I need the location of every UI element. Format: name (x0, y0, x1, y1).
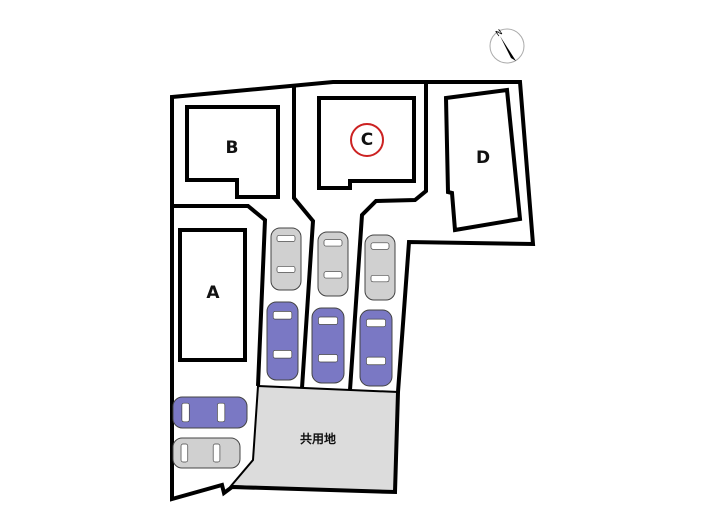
car-rear-window (323, 271, 343, 279)
building-b (185, 105, 280, 199)
car-windshield (272, 311, 293, 320)
lot-label-d: D (476, 148, 490, 168)
car-rear-window (318, 354, 338, 363)
compass-ring (489, 28, 525, 64)
building-d (443, 87, 523, 233)
car-body (364, 234, 396, 301)
car-rear-window (366, 356, 386, 366)
car-body (172, 437, 241, 469)
lot-label-c: C (361, 130, 373, 150)
car-rear-window (217, 402, 226, 423)
car-body (266, 301, 299, 381)
lot-divider-b-c (292, 85, 316, 389)
car-blue (266, 301, 299, 381)
car-blue (311, 307, 345, 384)
car-windshield (181, 402, 190, 423)
car-windshield (323, 239, 343, 247)
compass-label: N (494, 28, 504, 39)
building-a (178, 228, 247, 362)
car-windshield (276, 235, 296, 242)
car-gray (364, 234, 396, 301)
car-windshield (180, 443, 189, 463)
shared-area-label: 共用地 (300, 431, 336, 446)
car-gray (317, 231, 349, 297)
car-gray (172, 437, 241, 469)
car-windshield (366, 318, 386, 328)
lot-label-b: B (226, 138, 239, 158)
car-rear-window (272, 350, 293, 359)
car-body (270, 227, 302, 291)
lot-divider-c-d (348, 82, 428, 391)
car-blue (359, 309, 393, 387)
car-body (172, 396, 248, 429)
car-windshield (318, 316, 338, 325)
car-rear-window (370, 274, 390, 283)
car-gray (270, 227, 302, 291)
car-body (311, 307, 345, 384)
car-body (317, 231, 349, 297)
car-windshield (370, 242, 390, 250)
building-c (317, 96, 416, 190)
highlight-circle (350, 123, 384, 157)
compass: N (489, 28, 525, 64)
lot-divider-a-b (172, 204, 268, 387)
lot-label-a: A (206, 283, 220, 303)
car-blue (172, 396, 248, 429)
car-rear-window (212, 443, 221, 463)
car-body (359, 309, 393, 387)
site-boundary (170, 80, 536, 502)
north-arrow-icon (500, 36, 516, 61)
car-rear-window (276, 266, 296, 273)
